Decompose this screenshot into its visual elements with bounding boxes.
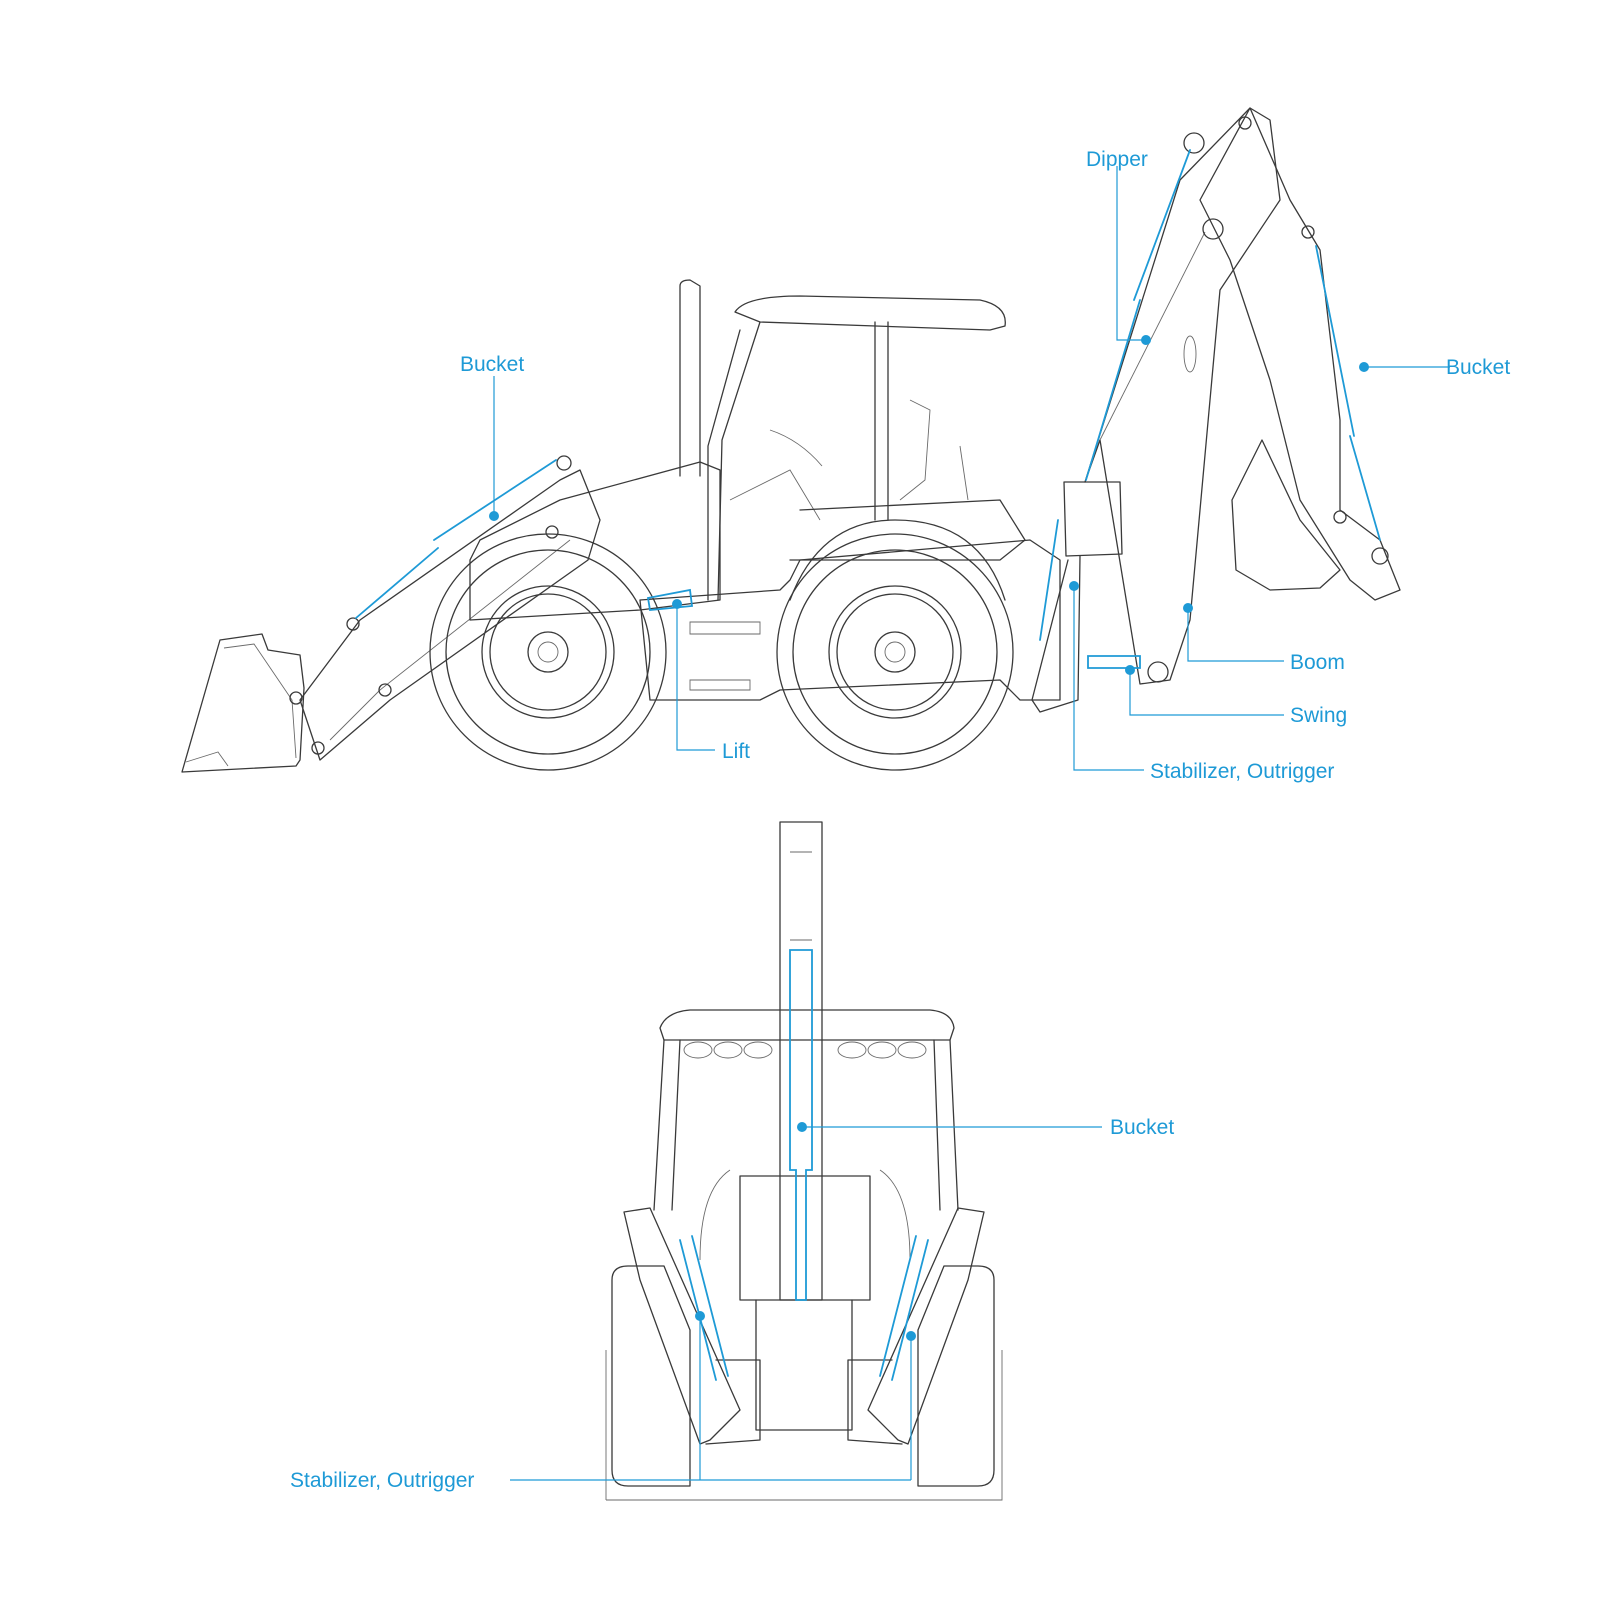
cab: [707, 295, 1026, 601]
stabilizer-leg-side: [1031, 481, 1123, 713]
stabilizer-leg-right: [847, 1207, 985, 1445]
rear-view-leaders: [510, 1122, 1102, 1481]
label-boom: Boom: [1290, 651, 1345, 674]
rear-fender: [789, 519, 1006, 601]
label-stabilizer-rear: Stabilizer, Outrigger: [290, 1469, 475, 1492]
front-loader-bucket: [181, 633, 305, 773]
engine-hood: [469, 461, 721, 621]
label-swing: Swing: [1290, 704, 1348, 727]
side-view-leaders: [489, 166, 1450, 771]
rear-tire-right: [917, 1265, 995, 1487]
lift-cylinder: [646, 588, 694, 611]
side-view-drawing: [181, 107, 1401, 773]
rear-stabilizer-cylinder-left: [679, 1235, 729, 1381]
rear-view-cylinders: [679, 949, 929, 1381]
label-dipper: Dipper: [1086, 148, 1148, 171]
label-front-bucket: Bucket: [460, 353, 525, 376]
rear-bucket-cylinder-center: [789, 949, 813, 1301]
front-wheel: [429, 533, 667, 771]
backhoe-boom: [1084, 107, 1281, 685]
chassis: [639, 539, 1061, 701]
rear-tire-left: [611, 1265, 691, 1487]
backhoe-bucket: [1231, 439, 1341, 591]
rear-view-drawing: [605, 821, 1003, 1501]
stabilizer-leg-left: [623, 1207, 761, 1445]
front-bucket-cylinder: [355, 459, 557, 619]
rear-wheel: [776, 533, 1014, 771]
dipper-cylinder: [1085, 149, 1191, 481]
exhaust-stack: [679, 279, 701, 477]
backhoe-dipper: [1199, 107, 1401, 601]
rear-bucket-cylinder: [1315, 245, 1381, 541]
stabilizer-cylinder-side: [1039, 519, 1059, 641]
label-stabilizer-side: Stabilizer, Outrigger: [1150, 760, 1335, 783]
rear-stabilizer-cylinder-right: [879, 1235, 929, 1381]
label-rear-view-bucket: Bucket: [1110, 1116, 1175, 1139]
swing-cylinder: [1087, 655, 1141, 669]
label-lift: Lift: [722, 740, 751, 763]
loader-arm: [289, 455, 601, 761]
label-rear-bucket: Bucket: [1446, 356, 1511, 379]
side-view-cylinders: [355, 149, 1381, 669]
